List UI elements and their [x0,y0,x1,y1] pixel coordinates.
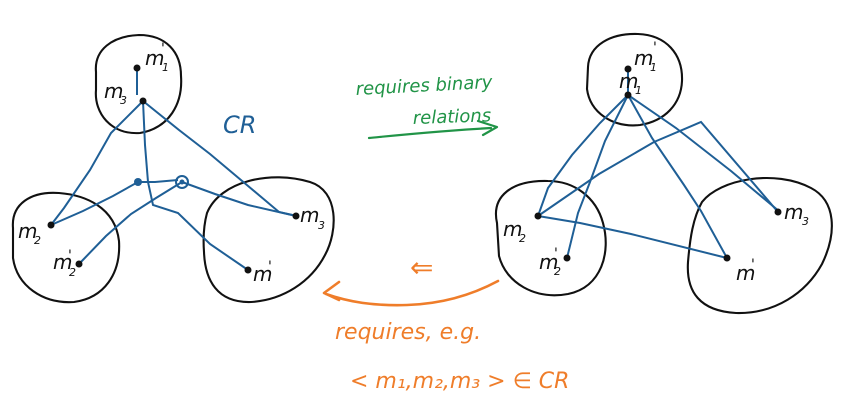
right-top-circle [585,32,684,127]
left-edge-6 [78,181,183,265]
right-br-label-2: m [736,261,755,285]
left-labels: m 1 ' m 3 m 2 m 2 ' m 3 m ' [18,41,325,286]
right-edge-2 [537,94,629,217]
right-bl-dot-2 [563,254,571,262]
left-br-prime-2: ' [268,259,272,275]
left-bl-dot-2 [75,260,83,268]
left-top-circle [94,33,183,135]
right-bottom-right-circle [686,177,833,315]
left-bl-sub-1: 2 [34,234,41,247]
orange-annotation: ⇐ requires, e.g. < m₁,m₂,m₃ > ∈ CR [322,251,569,394]
left-br-sub-1: 3 [318,219,325,232]
orange-note-line1: requires, e.g. [335,320,481,345]
right-br-label-1: m [784,200,803,224]
left-edge-3 [142,100,298,217]
right-top-prime-1: ' [653,40,657,56]
right-edge-3 [566,94,629,259]
right-br-sub-1: 3 [802,215,809,228]
left-bl-dot-1 [47,221,55,229]
green-arrow-icon [367,119,499,140]
left-top-sub-1: 1 [162,61,169,74]
orange-symbol: ⇐ [410,251,433,284]
right-top-label-1: m [634,46,653,70]
left-bottom-right-circle [202,176,335,304]
left-junction-2-dot [179,179,185,185]
right-top-sub-2: 1 [635,84,642,97]
right-br-dot-1 [774,208,782,216]
right-bl-sub-1: 2 [519,232,526,245]
right-bl-sub-2: 2 [554,265,561,278]
right-edge-7 [537,215,728,259]
left-bl-label-2: m [53,250,72,274]
left-edge-4 [142,100,249,271]
right-bl-label-2: m [539,250,558,274]
left-junction-1 [134,178,142,186]
left-br-label-1: m [300,203,319,227]
left-top-dot-2 [139,97,147,105]
right-diagram [494,32,833,315]
orange-arrow-icon [322,279,500,307]
left-edge-5 [50,179,179,226]
green-note-line1: requires binary [355,72,493,100]
right-br-prime-2: ' [751,257,755,273]
green-annotation: requires binary relations [355,72,499,140]
right-bottom-left-circle [494,179,607,297]
right-top-sub-1: 1 [650,61,657,74]
left-edge-7 [181,181,297,217]
right-top-dot-1 [624,65,632,73]
left-diagram [11,33,335,304]
right-bl-label-1: m [503,217,522,241]
left-bl-sub-2: 2 [69,266,76,279]
right-top-label-2: m [619,69,638,93]
right-br-dot-2 [723,254,731,262]
right-edge-5 [627,94,728,259]
right-labels: m 1 ' m 1 m 2 m 2 ' m 3 m ' [503,40,809,285]
right-bl-dot-1 [534,212,542,220]
right-bl-prime-2: ' [554,246,558,262]
left-br-label-2: m [253,262,272,286]
left-br-dot-1 [292,212,300,220]
left-bl-prime-2: ' [68,248,72,264]
right-top-dot-2 [624,91,632,99]
left-bl-label-1: m [18,219,37,243]
orange-note-line2: < m₁,m₂,m₃ > ∈ CR [350,369,569,394]
left-bottom-left-circle [11,191,121,304]
left-relation-label: CR [223,111,256,139]
left-junction-2 [175,175,189,189]
left-top-dot-1 [133,64,141,72]
right-edge-4 [627,94,781,213]
green-note-line2: relations [412,105,491,129]
left-top-prime-1: ' [161,41,165,57]
left-top-label-2: m [104,79,123,103]
left-top-label-1: m [145,46,164,70]
left-edge-2 [50,100,144,226]
left-br-dot-2 [244,266,252,274]
right-edge-6 [537,120,779,217]
left-top-sub-2: 3 [120,94,127,107]
